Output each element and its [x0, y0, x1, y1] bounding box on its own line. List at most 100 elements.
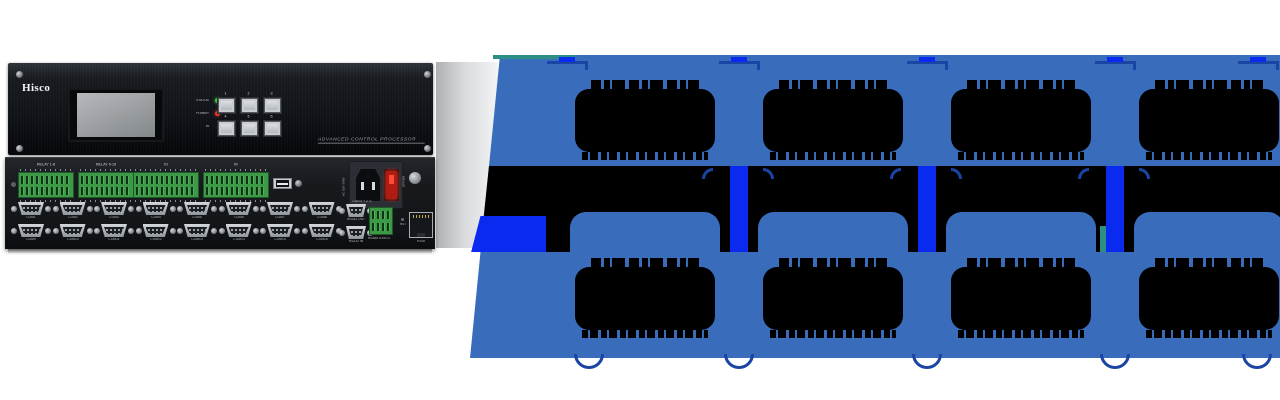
com-port [218, 223, 259, 239]
reset-pinhole [401, 218, 404, 221]
corner-bracket [945, 61, 948, 70]
db9-post [294, 206, 300, 212]
port-label: COM12 [149, 238, 162, 242]
corner-arc [763, 168, 774, 179]
db9-post [169, 206, 176, 212]
corner-arc [890, 168, 901, 179]
db9-pins [21, 227, 41, 234]
connector-tab [570, 212, 720, 252]
button-number: 5 [247, 115, 250, 119]
terminal-block [133, 172, 199, 198]
panel-button-6 [264, 121, 281, 136]
screw-icon [424, 71, 431, 78]
db9-pins [349, 207, 363, 214]
terminal-pin-ticks [205, 169, 267, 171]
db9-pins [62, 227, 83, 234]
connector-tab [1134, 212, 1280, 252]
db9-pins [21, 205, 41, 212]
terminal-pin-ticks [20, 200, 72, 202]
db9-pins [187, 205, 207, 212]
card-box [763, 89, 903, 152]
db9-pins [145, 205, 166, 212]
power-switch [384, 169, 399, 201]
card-caption-text [582, 330, 708, 338]
status-led [215, 98, 220, 103]
can-label: CAN 5 Y Z G [352, 200, 372, 204]
com-port [52, 223, 93, 239]
feature-card [575, 80, 715, 161]
button-number: 1 [224, 92, 227, 96]
db9-pins [145, 227, 166, 234]
button-number: 3 [270, 92, 273, 96]
db9-post [52, 228, 59, 234]
db9-post [86, 206, 93, 212]
card-box [575, 267, 715, 330]
db9-post [211, 228, 217, 234]
terminal-pin-ticks [205, 200, 267, 202]
accent-chip [919, 57, 935, 62]
lcd-display [68, 88, 164, 142]
db9-post [301, 228, 308, 234]
db9-pins [104, 205, 124, 212]
corner-bracket [585, 61, 588, 70]
db9-pins [270, 205, 290, 212]
panel-button-5 [241, 121, 258, 136]
accent-wedge [471, 216, 546, 252]
db9-post [339, 230, 345, 236]
db9-post [211, 206, 217, 212]
db9-post [169, 228, 176, 234]
rear-hole [11, 182, 16, 187]
db9-post [11, 228, 17, 234]
led-label: IR [205, 125, 209, 129]
rear-screw-icon [295, 180, 302, 187]
panel-button-2 [241, 98, 258, 113]
db9-pins [270, 227, 290, 234]
port-label: RS232 IN [348, 240, 364, 244]
card-title-text [591, 258, 699, 267]
terminal-pin-row [21, 187, 71, 195]
panel-button-4 [218, 121, 235, 136]
terminal-block [18, 172, 74, 198]
brand-logo: Hisco [22, 82, 51, 94]
terminal-block-label: IO [164, 163, 168, 167]
db9-post [135, 228, 142, 234]
led-label: POWER [196, 112, 209, 116]
feature-card [763, 258, 903, 339]
com-port [94, 201, 134, 217]
com-port [11, 201, 51, 217]
com-port [135, 223, 176, 239]
reset-label: RST [399, 223, 407, 227]
db9-post [86, 228, 93, 234]
product-tagline: ADVANCED CONTROL PROCESSOR [318, 137, 425, 144]
port-label: COM2 [67, 216, 78, 220]
terminal-pin-row [21, 176, 71, 184]
port-label: COM5 [192, 216, 202, 220]
com-port [260, 201, 300, 217]
corner-arc [951, 168, 962, 179]
db9-post [335, 206, 342, 212]
db9-pins [228, 205, 249, 212]
com-port [301, 201, 342, 217]
com-port [52, 201, 93, 217]
panel-button-3 [264, 98, 281, 113]
terminal-pin-ticks [135, 200, 197, 202]
corner-bracket [1238, 61, 1278, 64]
card-title-text [967, 258, 1075, 267]
db9-pins [104, 227, 124, 234]
port-label: COM7 [275, 216, 285, 220]
db9-post [94, 228, 100, 234]
card-title-text [591, 80, 699, 89]
com-port [260, 223, 300, 239]
port-label: RS232 OUT [347, 218, 365, 222]
accent-stripe [1106, 166, 1124, 252]
terminal-pin-row [206, 176, 266, 184]
rj45-label: RJ45 [417, 240, 425, 244]
accent-stripe [730, 166, 748, 252]
port-label: COM3 [109, 216, 119, 220]
db9-post [52, 206, 59, 212]
accent-stripe [918, 166, 936, 252]
ir-led [215, 124, 220, 129]
terminal-pin-ticks [80, 200, 132, 202]
